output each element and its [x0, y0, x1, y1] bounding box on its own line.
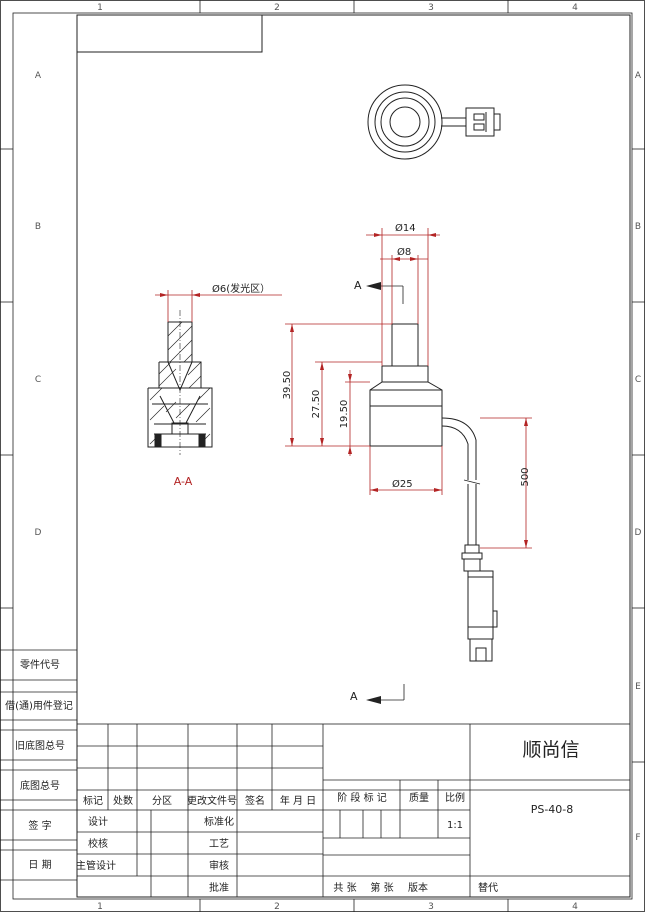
top-view	[367, 84, 501, 160]
zone-col-4-bottom: 4	[572, 902, 578, 912]
scale-label: 比例	[445, 791, 465, 804]
header-sign: 签名	[245, 794, 265, 807]
header-change-doc: 更改文件号	[187, 794, 237, 807]
dim-d8-text: Ø8	[397, 246, 411, 258]
zone-col-3: 3	[428, 3, 434, 13]
drawing-number: PS-40-8	[531, 803, 574, 816]
zone-row-b-right: B	[635, 222, 641, 232]
date-label: 日 期	[28, 859, 51, 871]
header-date: 年 月 日	[280, 794, 316, 807]
top-left-code-box	[76, 14, 263, 53]
dim-27-50-text: 27.50	[311, 390, 322, 419]
zone-row-f-right: F	[635, 833, 640, 843]
dim-d14-text: Ø14	[395, 222, 416, 234]
standardize-label: 标准化	[204, 815, 234, 828]
zone-col-1: 1	[97, 3, 103, 13]
dim-500-text: 500	[520, 467, 531, 486]
front-view	[369, 323, 498, 662]
signature-label: 签 字	[28, 819, 51, 832]
header-zone: 分区	[152, 795, 172, 807]
chief-designer-label: 主管设计	[76, 859, 116, 872]
version-label: 版本	[408, 881, 428, 894]
section-marker-a-bottom: A	[350, 690, 358, 703]
header-mark: 标记	[83, 795, 103, 807]
zone-row-c-right: C	[635, 375, 641, 385]
zone-col-4: 4	[572, 3, 578, 13]
zone-row-a: A	[35, 71, 42, 81]
approve-label: 批准	[209, 881, 229, 894]
zone-col-2-bottom: 2	[274, 902, 280, 912]
sheets-total-label: 共 张	[333, 882, 356, 894]
check-label: 校核	[88, 837, 108, 850]
dim-d25-text: Ø25	[392, 478, 413, 490]
stage-mark-label: 阶 段 标 记	[337, 791, 387, 804]
replaces-label: 替代	[478, 881, 498, 894]
company-name: 顺尚信	[522, 739, 579, 761]
old-drawing-no-label: 旧底图总号	[15, 739, 65, 752]
front-dimensions	[285, 228, 532, 549]
zone-row-d-right: D	[635, 528, 642, 538]
section-label: A-A	[174, 475, 193, 488]
section-marker-a-top: A	[354, 279, 362, 292]
zone-col-3-bottom: 3	[428, 902, 434, 912]
title-block	[76, 723, 631, 898]
zone-labels: 1 2 3 4 1 2 3 4 A B C D A B C D E F	[35, 3, 642, 912]
sheet-no-label: 第 张	[370, 881, 393, 894]
zone-row-b: B	[35, 222, 41, 232]
dim-39-50-text: 39.50	[282, 371, 293, 400]
dim-19-50-text: 19.50	[339, 400, 350, 429]
section-view	[147, 310, 213, 455]
drawing-no-label: 底图总号	[20, 779, 60, 792]
zone-row-a-right: A	[635, 71, 642, 81]
zone-row-d: D	[35, 528, 42, 538]
scale-value: 1:1	[447, 820, 463, 831]
header-count: 处数	[113, 794, 133, 807]
borrowed-register-label: 借(通)用件登记	[5, 699, 73, 712]
zone-col-1-bottom: 1	[97, 902, 103, 912]
review-label: 审核	[209, 859, 229, 872]
design-label: 设计	[88, 815, 108, 828]
process-label: 工艺	[209, 838, 229, 850]
mass-label: 质量	[409, 792, 429, 804]
zone-row-c: C	[35, 375, 41, 385]
part-code-label: 零件代号	[20, 659, 60, 671]
section-dim-d6-text: Ø6(发光区）	[212, 282, 270, 295]
zone-col-2: 2	[274, 3, 280, 13]
zone-row-e-right: E	[635, 682, 641, 692]
